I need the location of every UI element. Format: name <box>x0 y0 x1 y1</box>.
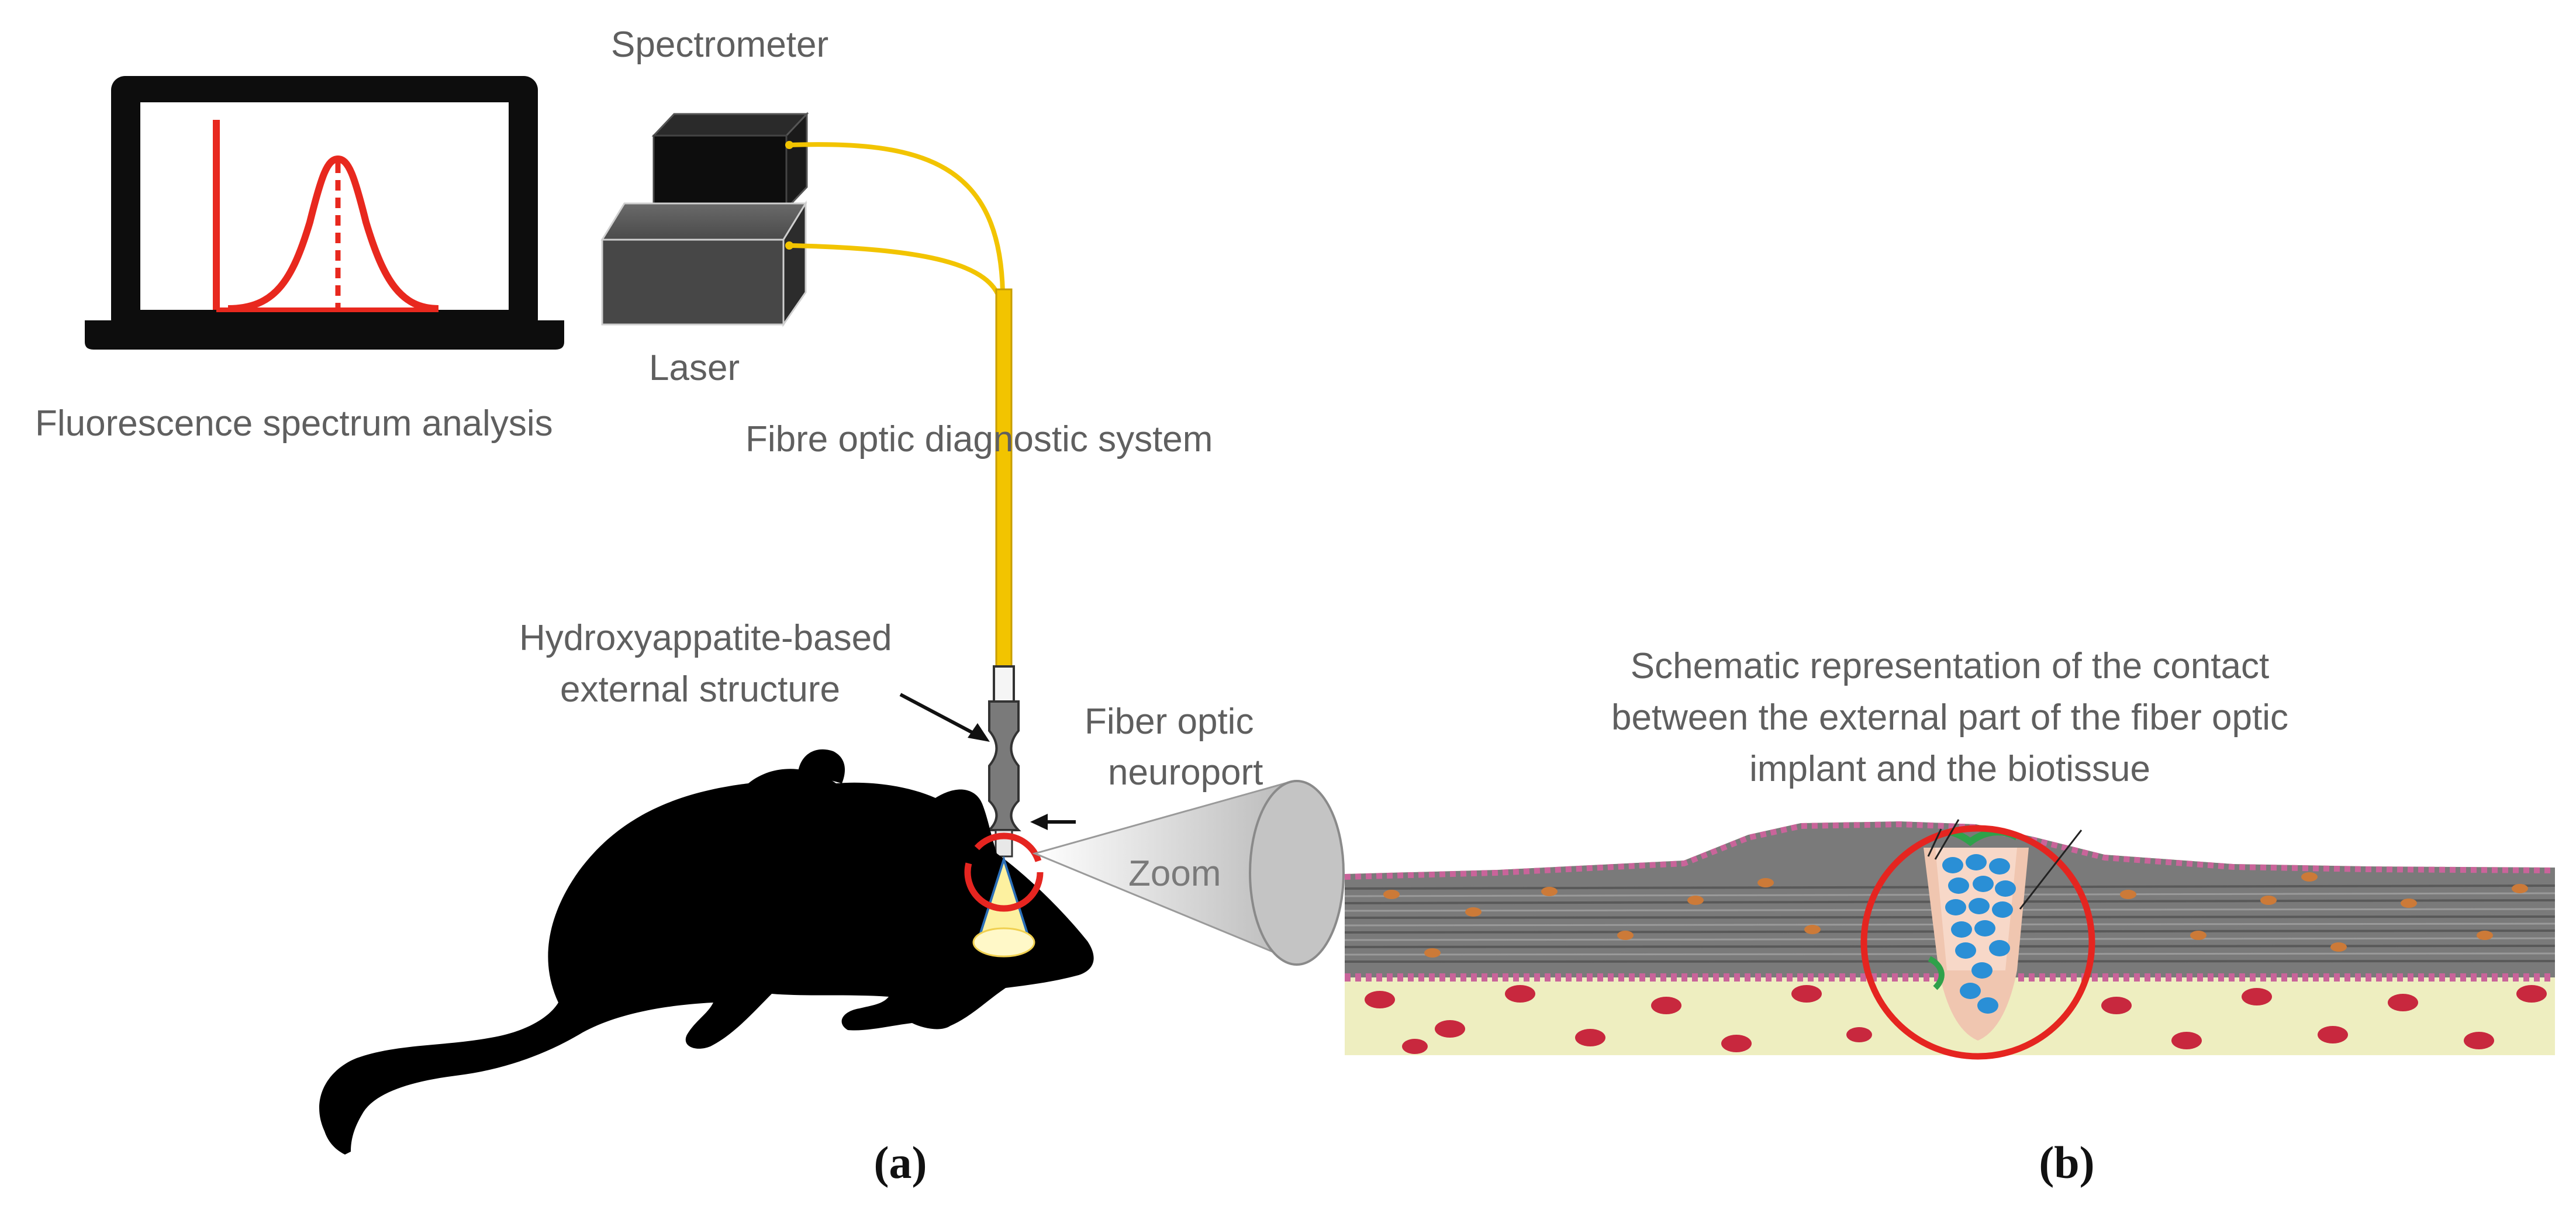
label-neuroport-line2: neuroport <box>1108 752 1263 793</box>
mouse-silhouette-icon <box>319 749 1094 1155</box>
label-zoom: Zoom <box>1128 853 1221 894</box>
spectrum-plot <box>213 120 439 312</box>
zoom-cone-icon <box>1032 780 1345 966</box>
label-fluorescence: Fluorescence spectrum analysis <box>35 403 553 444</box>
label-schematic-line1: Schematic representation of the contact <box>1631 646 2270 686</box>
spectrometer-box-icon <box>651 112 809 211</box>
panel-label-b: (b) <box>2039 1137 2094 1188</box>
label-schematic-line2: between the external part of the fiber o… <box>1611 697 2288 738</box>
tissue-highlight-ring <box>1860 825 2095 1060</box>
label-hydroxy-line1: Hydroxyappatite-based <box>519 618 892 658</box>
laser-box-icon <box>600 200 807 327</box>
label-neuroport-line1: Fiber optic <box>1085 702 1254 742</box>
label-schematic-line3: implant and the biotissue <box>1749 749 2150 789</box>
label-laser: Laser <box>649 348 740 388</box>
tissue-cross-section <box>1345 819 2555 1060</box>
pointer-arrows <box>899 693 1076 830</box>
neuroport-implant <box>986 665 1021 858</box>
label-spectrometer: Spectrometer <box>611 25 828 65</box>
fiber-cables <box>789 142 1013 668</box>
panel-label-a: (a) <box>874 1137 927 1188</box>
label-fibre-system: Fibre optic diagnostic system <box>745 419 1213 459</box>
label-hydroxy-line2: external structure <box>560 669 840 710</box>
laptop-icon <box>85 76 564 350</box>
